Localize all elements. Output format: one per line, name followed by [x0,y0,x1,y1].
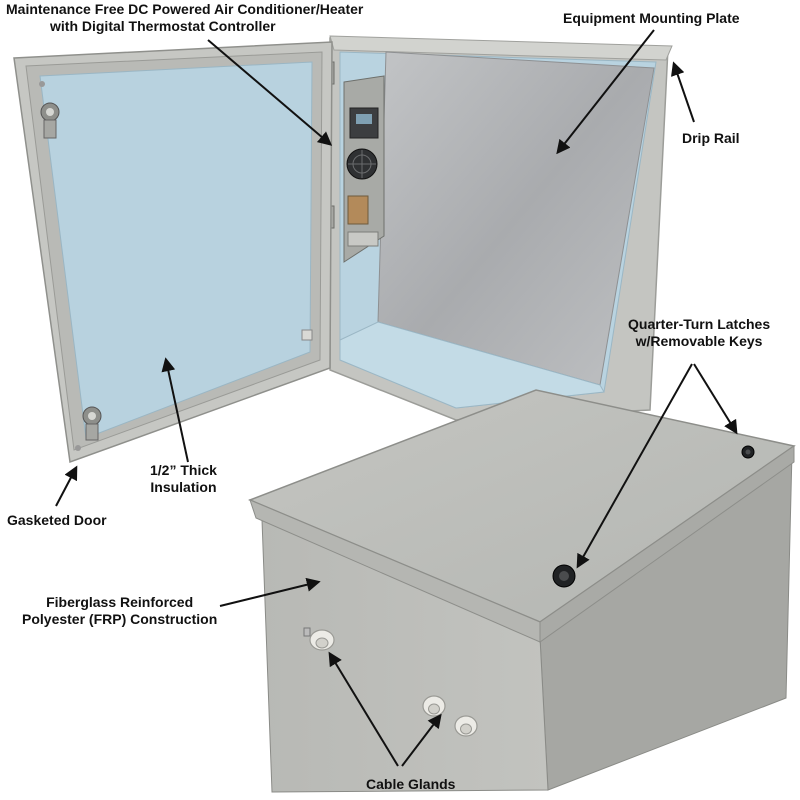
label-ac-heater: Maintenance Free DC Powered Air Conditio… [6,1,363,35]
label-frp-line2: Polyester (FRP) Construction [22,611,218,627]
label-latches: Quarter-Turn Latches w/Removable Keys [628,316,770,350]
label-latches-line2: w/Removable Keys [635,333,763,349]
label-insulation-line1: 1/2” Thick [150,462,217,478]
arrow-drip-rail [671,61,695,123]
cable-gland-middle [422,695,446,717]
label-ac-heater-line2: with Digital Thermostat Controller [50,18,276,34]
label-drip-rail-line1: Drip Rail [682,130,740,146]
door-tag [301,329,313,341]
label-gasketed-door-line1: Gasketed Door [7,512,107,528]
arrow-mounting-plate [556,29,655,155]
cable-gland-right [454,715,478,737]
arrow-cable-gland-right [401,713,442,767]
interior-floor [339,321,605,409]
callout-arrows [55,29,738,767]
lid-right-edge [539,445,795,643]
door-insulation [39,61,313,439]
door-latch-top [40,102,60,139]
label-frp-line1: Fiberglass Reinforced [46,594,194,610]
label-cable-glands: Cable Glands [366,776,455,793]
arrow-gasketed-door [55,465,78,507]
arrow-cable-gland-left [328,651,399,767]
arrow-frp [219,577,321,607]
arrow-latch-front [576,363,693,569]
quarter-turn-latch-back [741,445,755,459]
label-cable-glands-line1: Cable Glands [366,776,456,792]
arrow-ac-heater [207,39,333,146]
label-insulation-line2: Insulation [150,479,217,495]
quarter-turn-latch-front [552,564,576,588]
door-latch-bottom [82,406,102,441]
label-gasketed-door: Gasketed Door [7,512,107,529]
label-frp: Fiberglass Reinforced Polyester (FRP) Co… [22,594,217,628]
arrow-insulation [161,357,189,463]
cable-gland-left [303,627,335,651]
label-ac-heater-line1: Maintenance Free DC Powered Air Conditio… [6,1,364,17]
arrow-latch-back [693,363,738,435]
gasketed-door [13,41,333,464]
label-latches-line1: Quarter-Turn Latches [628,316,771,332]
closed-enclosure [247,389,796,793]
label-mounting-plate-line1: Equipment Mounting Plate [563,10,740,26]
air-conditioner-unit [343,75,385,263]
label-insulation: 1/2” Thick Insulation [150,462,217,496]
open-enclosure [317,35,673,421]
label-drip-rail: Drip Rail [682,130,740,147]
label-mounting-plate: Equipment Mounting Plate [563,10,740,27]
